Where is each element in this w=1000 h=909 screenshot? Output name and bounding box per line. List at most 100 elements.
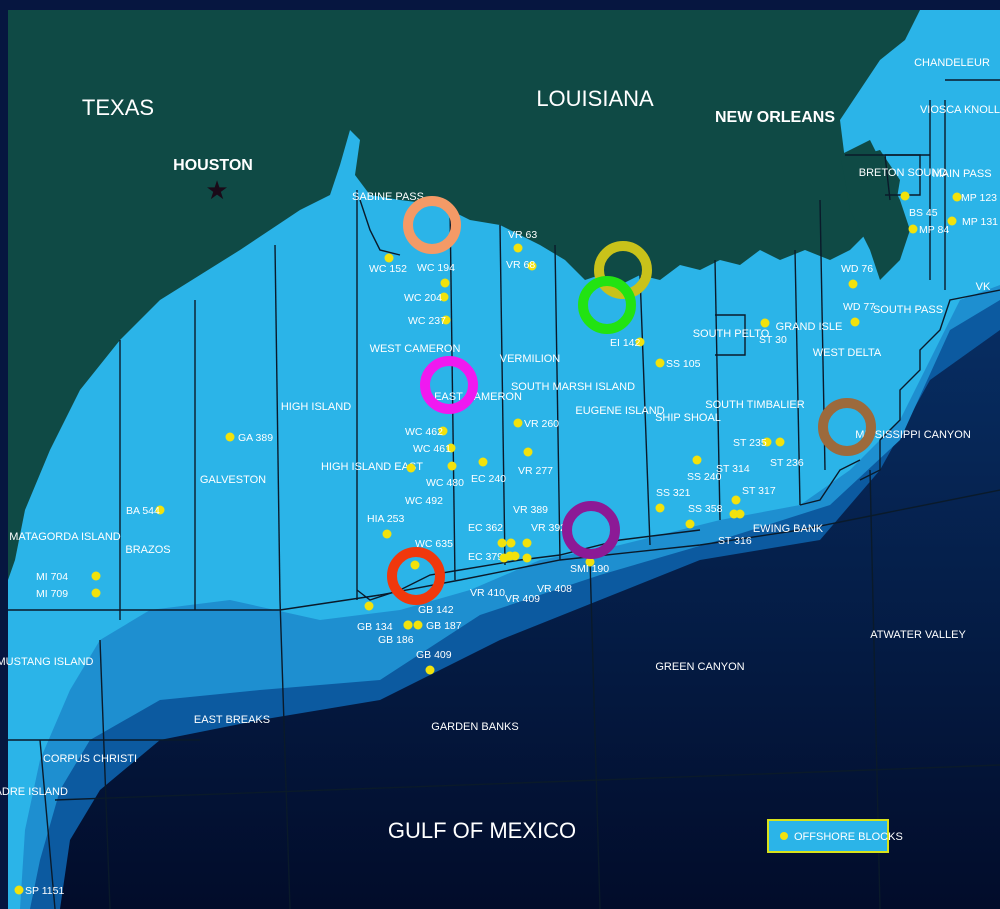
offshore-block-label: WC 635 <box>415 538 453 550</box>
offshore-block-label: SS 358 <box>688 503 723 515</box>
state-label-texas: TEXAS <box>82 95 154 120</box>
star-icon: ★ <box>205 176 228 206</box>
offshore-block-label: VR 260 <box>524 418 559 430</box>
offshore-block-dot <box>510 551 520 561</box>
offshore-block-dot <box>406 463 416 473</box>
city-label-new-orleans: NEW ORLEANS <box>715 109 835 126</box>
offshore-block-label: VR 409 <box>505 593 540 605</box>
area-label: EAST CAMERON <box>434 391 522 403</box>
offshore-block-label: MP 123 <box>961 192 997 204</box>
area-label: CORPUS CHRISTI <box>43 753 137 765</box>
offshore-block-dot <box>760 318 770 328</box>
offshore-block-dot <box>155 505 165 515</box>
area-label: MAIN PASS <box>932 168 991 180</box>
highlight-ring <box>578 276 636 334</box>
area-label: SHIP SHOAL <box>655 412 721 424</box>
offshore-block-label: SS 105 <box>666 358 701 370</box>
area-label: MUSTANG ISLAND <box>0 656 94 668</box>
offshore-block-dot <box>364 601 374 611</box>
offshore-block-label: EC 240 <box>471 473 506 485</box>
area-label: WEST DELTA <box>813 347 882 359</box>
offshore-block-label: VR 68 <box>506 259 535 271</box>
offshore-block-label: EI 142 <box>610 337 641 349</box>
offshore-block-dot <box>731 495 741 505</box>
highlight-ring <box>420 356 478 414</box>
offshore-block-label: VR 408 <box>537 583 572 595</box>
city-label-houston: HOUSTON <box>173 157 253 174</box>
offshore-block-dot <box>413 620 423 630</box>
area-label: SABINE PASS <box>352 191 424 203</box>
offshore-block-dot <box>382 529 392 539</box>
offshore-block-dot <box>635 337 645 347</box>
offshore-block-dot <box>908 224 918 234</box>
offshore-block-dot <box>438 426 448 436</box>
offshore-block-label: VR 392 <box>531 522 566 534</box>
offshore-block-label: GA 389 <box>238 432 273 444</box>
offshore-block-label: ST 316 <box>718 535 752 547</box>
offshore-block-dot <box>513 243 523 253</box>
offshore-block-label: WC 492 <box>405 495 443 507</box>
offshore-block-dot <box>900 191 910 201</box>
area-label: WEST CAMERON <box>370 343 461 355</box>
offshore-block-dot <box>522 538 532 548</box>
offshore-block-dot <box>446 443 456 453</box>
highlight-ring <box>562 501 620 559</box>
offshore-block-label: WC 194 <box>417 262 455 274</box>
offshore-block-label: MP 131 <box>962 216 998 228</box>
offshore-block-label: EC 379 <box>468 551 503 563</box>
offshore-block-label: GB 187 <box>426 620 462 632</box>
area-label: GARDEN BANKS <box>431 721 518 733</box>
area-label: EUGENE ISLAND <box>575 405 664 417</box>
offshore-block-dot <box>522 553 532 563</box>
legend-dot-icon <box>780 832 788 840</box>
area-label: PADRE ISLAND <box>0 786 68 798</box>
offshore-block-label: VR 63 <box>508 229 537 241</box>
delta-land <box>840 140 910 280</box>
highlight-ring <box>818 398 876 456</box>
area-label: GALVESTON <box>200 474 266 486</box>
area-label: VERMILION <box>500 353 561 365</box>
offshore-block-label: GB 409 <box>416 649 452 661</box>
area-label: MISSISSIPPI CANYON <box>855 429 971 441</box>
offshore-block-label: GB 186 <box>378 634 414 646</box>
offshore-block-label: WC 237 <box>408 315 446 327</box>
offshore-block-dot <box>478 457 488 467</box>
offshore-block-dot <box>410 560 420 570</box>
offshore-block-dot <box>440 278 450 288</box>
offshore-block-dot <box>513 418 523 428</box>
area-label: VK <box>976 281 991 293</box>
offshore-block-dot <box>947 216 957 226</box>
area-label: SOUTH TIMBALIER <box>705 399 804 411</box>
offshore-block-dot <box>225 432 235 442</box>
offshore-block-dot <box>523 447 533 457</box>
offshore-block-dot <box>497 538 507 548</box>
offshore-block-label: SP 1151 <box>25 885 64 897</box>
land-mass <box>8 10 920 580</box>
area-label: GREEN CANYON <box>655 661 744 673</box>
area-label: CHANDELEUR <box>914 57 990 69</box>
offshore-block-label: BS 45 <box>909 207 938 219</box>
offshore-block-dot <box>729 509 739 519</box>
area-labels: CHANDELEUR VIOSCA KNOLL MAIN PASS BRETON… <box>0 57 1000 798</box>
legend-label: OFFSHORE BLOCKS <box>794 831 903 843</box>
offshore-block-label: EC 362 <box>468 522 503 534</box>
block-boundaries <box>8 79 1000 909</box>
offshore-block-dot <box>655 358 665 368</box>
highlight-ring <box>403 196 461 254</box>
offshore-block-dot <box>655 503 665 513</box>
offshore-block-dot <box>952 192 962 202</box>
offshore-block-dot <box>848 279 858 289</box>
offshore-block-dot <box>692 455 702 465</box>
state-label-louisiana: LOUISIANA <box>536 86 654 111</box>
offshore-block-dot <box>762 437 772 447</box>
highlight-ring <box>387 547 445 605</box>
water-label-gulf: GULF OF MEXICO <box>388 818 576 843</box>
offshore-block-label: MP 84 <box>919 224 949 236</box>
offshore-block-dot <box>447 461 457 471</box>
offshore-block-dot <box>91 571 101 581</box>
area-label: VIOSCA KNOLL <box>920 104 1000 116</box>
offshore-block-label: VR 410 <box>470 587 505 599</box>
offshore-block-dot <box>384 253 394 263</box>
offshore-block-label: MI 704 <box>36 571 68 583</box>
offshore-block-label: ST 30 <box>759 334 787 346</box>
